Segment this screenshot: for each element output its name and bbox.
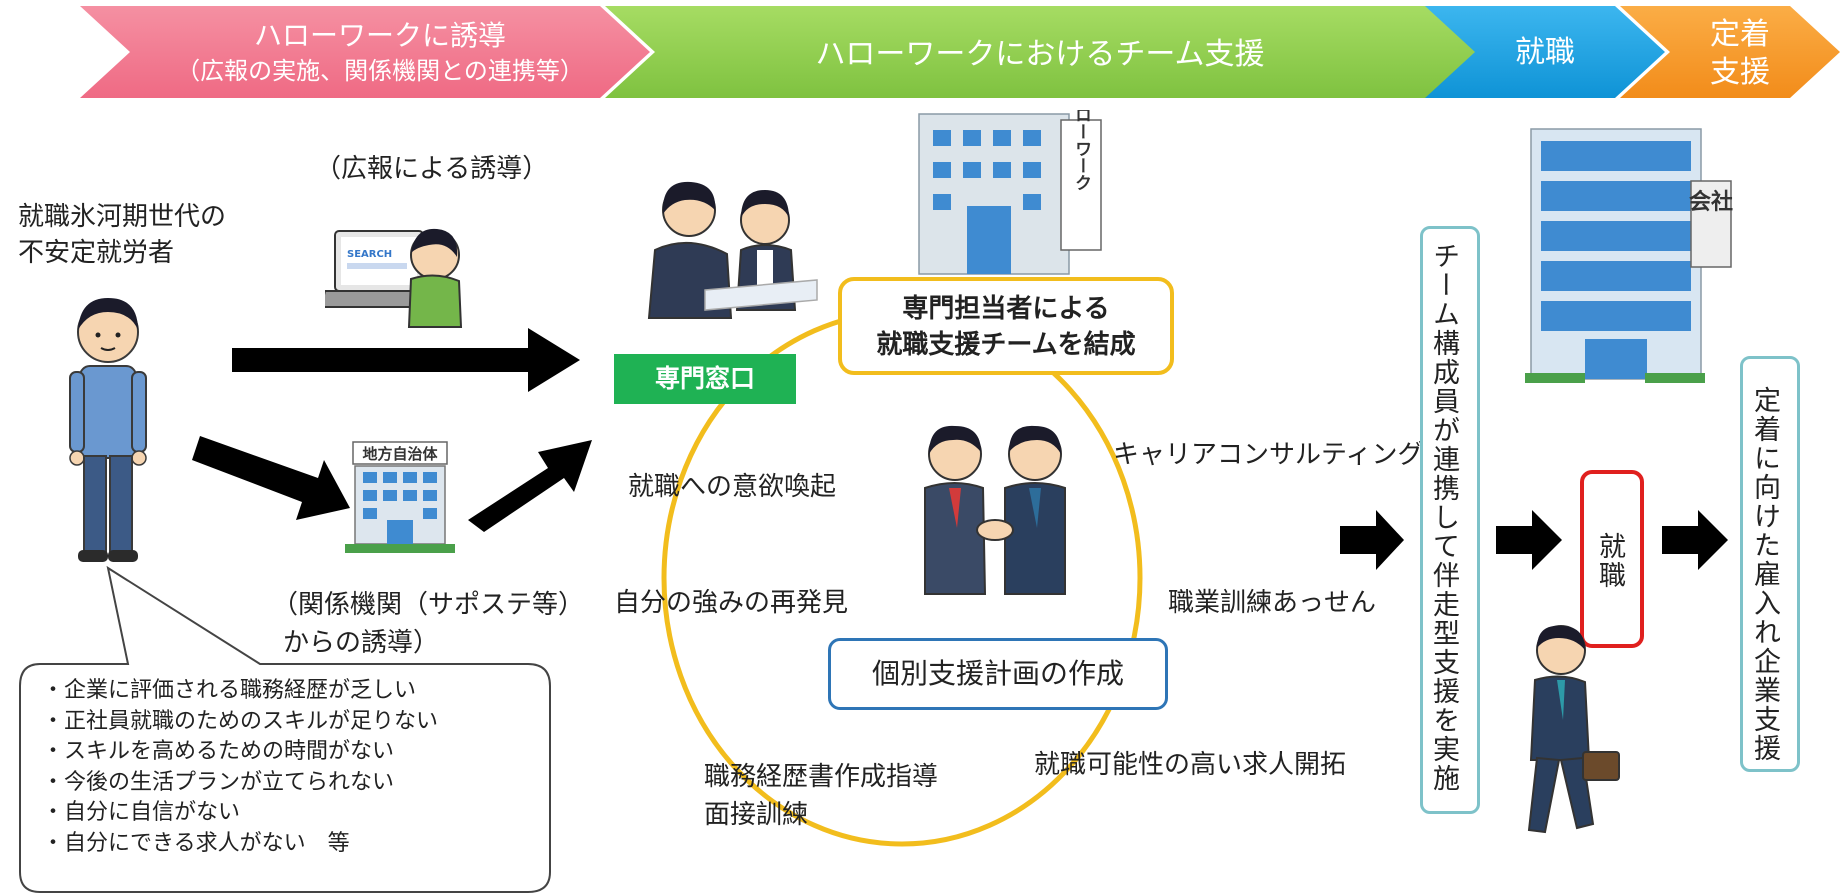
employment-label: 就職 bbox=[1594, 532, 1625, 590]
activity-resume-guidance: 職務経歴書作成指導 bbox=[704, 762, 939, 792]
activity-training-referral: 職業訓練あっせん bbox=[1168, 588, 1377, 618]
activity-strengths: 自分の強みの再発見 bbox=[614, 588, 849, 618]
stage-induction-subtitle: （広報の実施、関係機関との連携等） bbox=[176, 57, 584, 85]
businessman-walking-illustration bbox=[1527, 625, 1620, 834]
specialist-window-label: 専門窓口 bbox=[614, 354, 796, 404]
team-support-box bbox=[1420, 226, 1480, 814]
target-label-1: 就職氷河期世代の bbox=[18, 202, 227, 232]
employment-box bbox=[1580, 470, 1644, 648]
process-banner bbox=[80, 6, 1840, 98]
stage-induction-chevron bbox=[80, 6, 650, 98]
agency-induction-label-2: からの誘導） bbox=[283, 628, 440, 658]
activity-motivation: 就職への意欲喚起 bbox=[628, 472, 837, 502]
job-seeker-illustration bbox=[69, 298, 147, 562]
stage-team-support-chevron bbox=[605, 6, 1510, 98]
stage-retention-title-2: 支援 bbox=[1710, 55, 1770, 90]
concern-item: 自分にできる求人がない 等 bbox=[42, 829, 438, 860]
arrow-to-retention bbox=[1662, 510, 1728, 570]
stage-induction-title: ハローワークに誘導 bbox=[253, 19, 506, 52]
pr-induction-label: （広報による誘導） bbox=[315, 154, 549, 184]
concern-item: 今後の生活プランが立てられない bbox=[42, 768, 438, 799]
individual-plan-label: 個別支援計画の作成 bbox=[871, 657, 1124, 690]
target-label-2: 不安定就労者 bbox=[18, 238, 175, 268]
handshake-illustration bbox=[924, 425, 1066, 595]
svg-text:SEARCH: SEARCH bbox=[347, 249, 392, 260]
svg-text:ハローワーク: ハローワーク bbox=[1071, 110, 1092, 191]
company-building-illustration: 会社 bbox=[1525, 128, 1733, 383]
counseling-illustration bbox=[647, 181, 818, 319]
activity-career-consulting: キャリアコンサルティング bbox=[1113, 440, 1424, 470]
stage-team-support-title: ハローワークにおけるチーム支援 bbox=[815, 37, 1265, 72]
team-formation-box bbox=[838, 277, 1174, 375]
stage-employment-chevron bbox=[1425, 6, 1665, 98]
retention-support-box bbox=[1740, 356, 1800, 772]
concern-item: スキルを高めるための時間がない bbox=[42, 737, 438, 768]
arrow-to-agency bbox=[192, 436, 350, 520]
individual-plan-box bbox=[828, 638, 1168, 710]
concern-item: 自分に自信がない bbox=[42, 798, 438, 829]
hellowork-building-illustration: ハローワーク bbox=[918, 110, 1102, 275]
arrow-pr-to-window bbox=[232, 328, 580, 392]
activity-interview-training: 面接訓練 bbox=[704, 800, 809, 830]
arrow-to-team-support bbox=[1340, 510, 1404, 570]
concern-item: 正社員就職のためのスキルが足りない bbox=[42, 707, 438, 738]
stage-employment-title: 就職 bbox=[1515, 35, 1575, 70]
svg-text:会社: 会社 bbox=[1689, 189, 1733, 215]
agency-induction-label-1: （関係機関（サポステ等） bbox=[272, 590, 585, 620]
concerns-list: 企業に評価される職務経歴が乏しい 正社員就職のためのスキルが足りない スキルを高… bbox=[42, 676, 438, 859]
arrow-to-employment bbox=[1496, 510, 1562, 570]
local-government-building-illustration: 地方自治体 bbox=[345, 441, 455, 553]
svg-text:地方自治体: 地方自治体 bbox=[362, 445, 438, 463]
stage-retention-chevron bbox=[1620, 6, 1840, 98]
laptop-search-illustration: SEARCH bbox=[325, 228, 463, 328]
retention-support-text: 定着に向けた雇入れ企業支援 bbox=[1749, 386, 1780, 763]
team-support-text: チーム構成員が連携して伴走型支援を実施 bbox=[1428, 242, 1459, 793]
activity-job-development: 就職可能性の高い求人開拓 bbox=[1034, 750, 1347, 780]
team-formation-line-2: 就職支援チームを結成 bbox=[876, 330, 1136, 360]
arrow-agency-to-window bbox=[468, 440, 592, 532]
stage-retention-title-1: 定着 bbox=[1710, 17, 1770, 52]
concern-item: 企業に評価される職務経歴が乏しい bbox=[42, 676, 438, 707]
team-formation-line-1: 専門担当者による bbox=[902, 294, 1110, 324]
